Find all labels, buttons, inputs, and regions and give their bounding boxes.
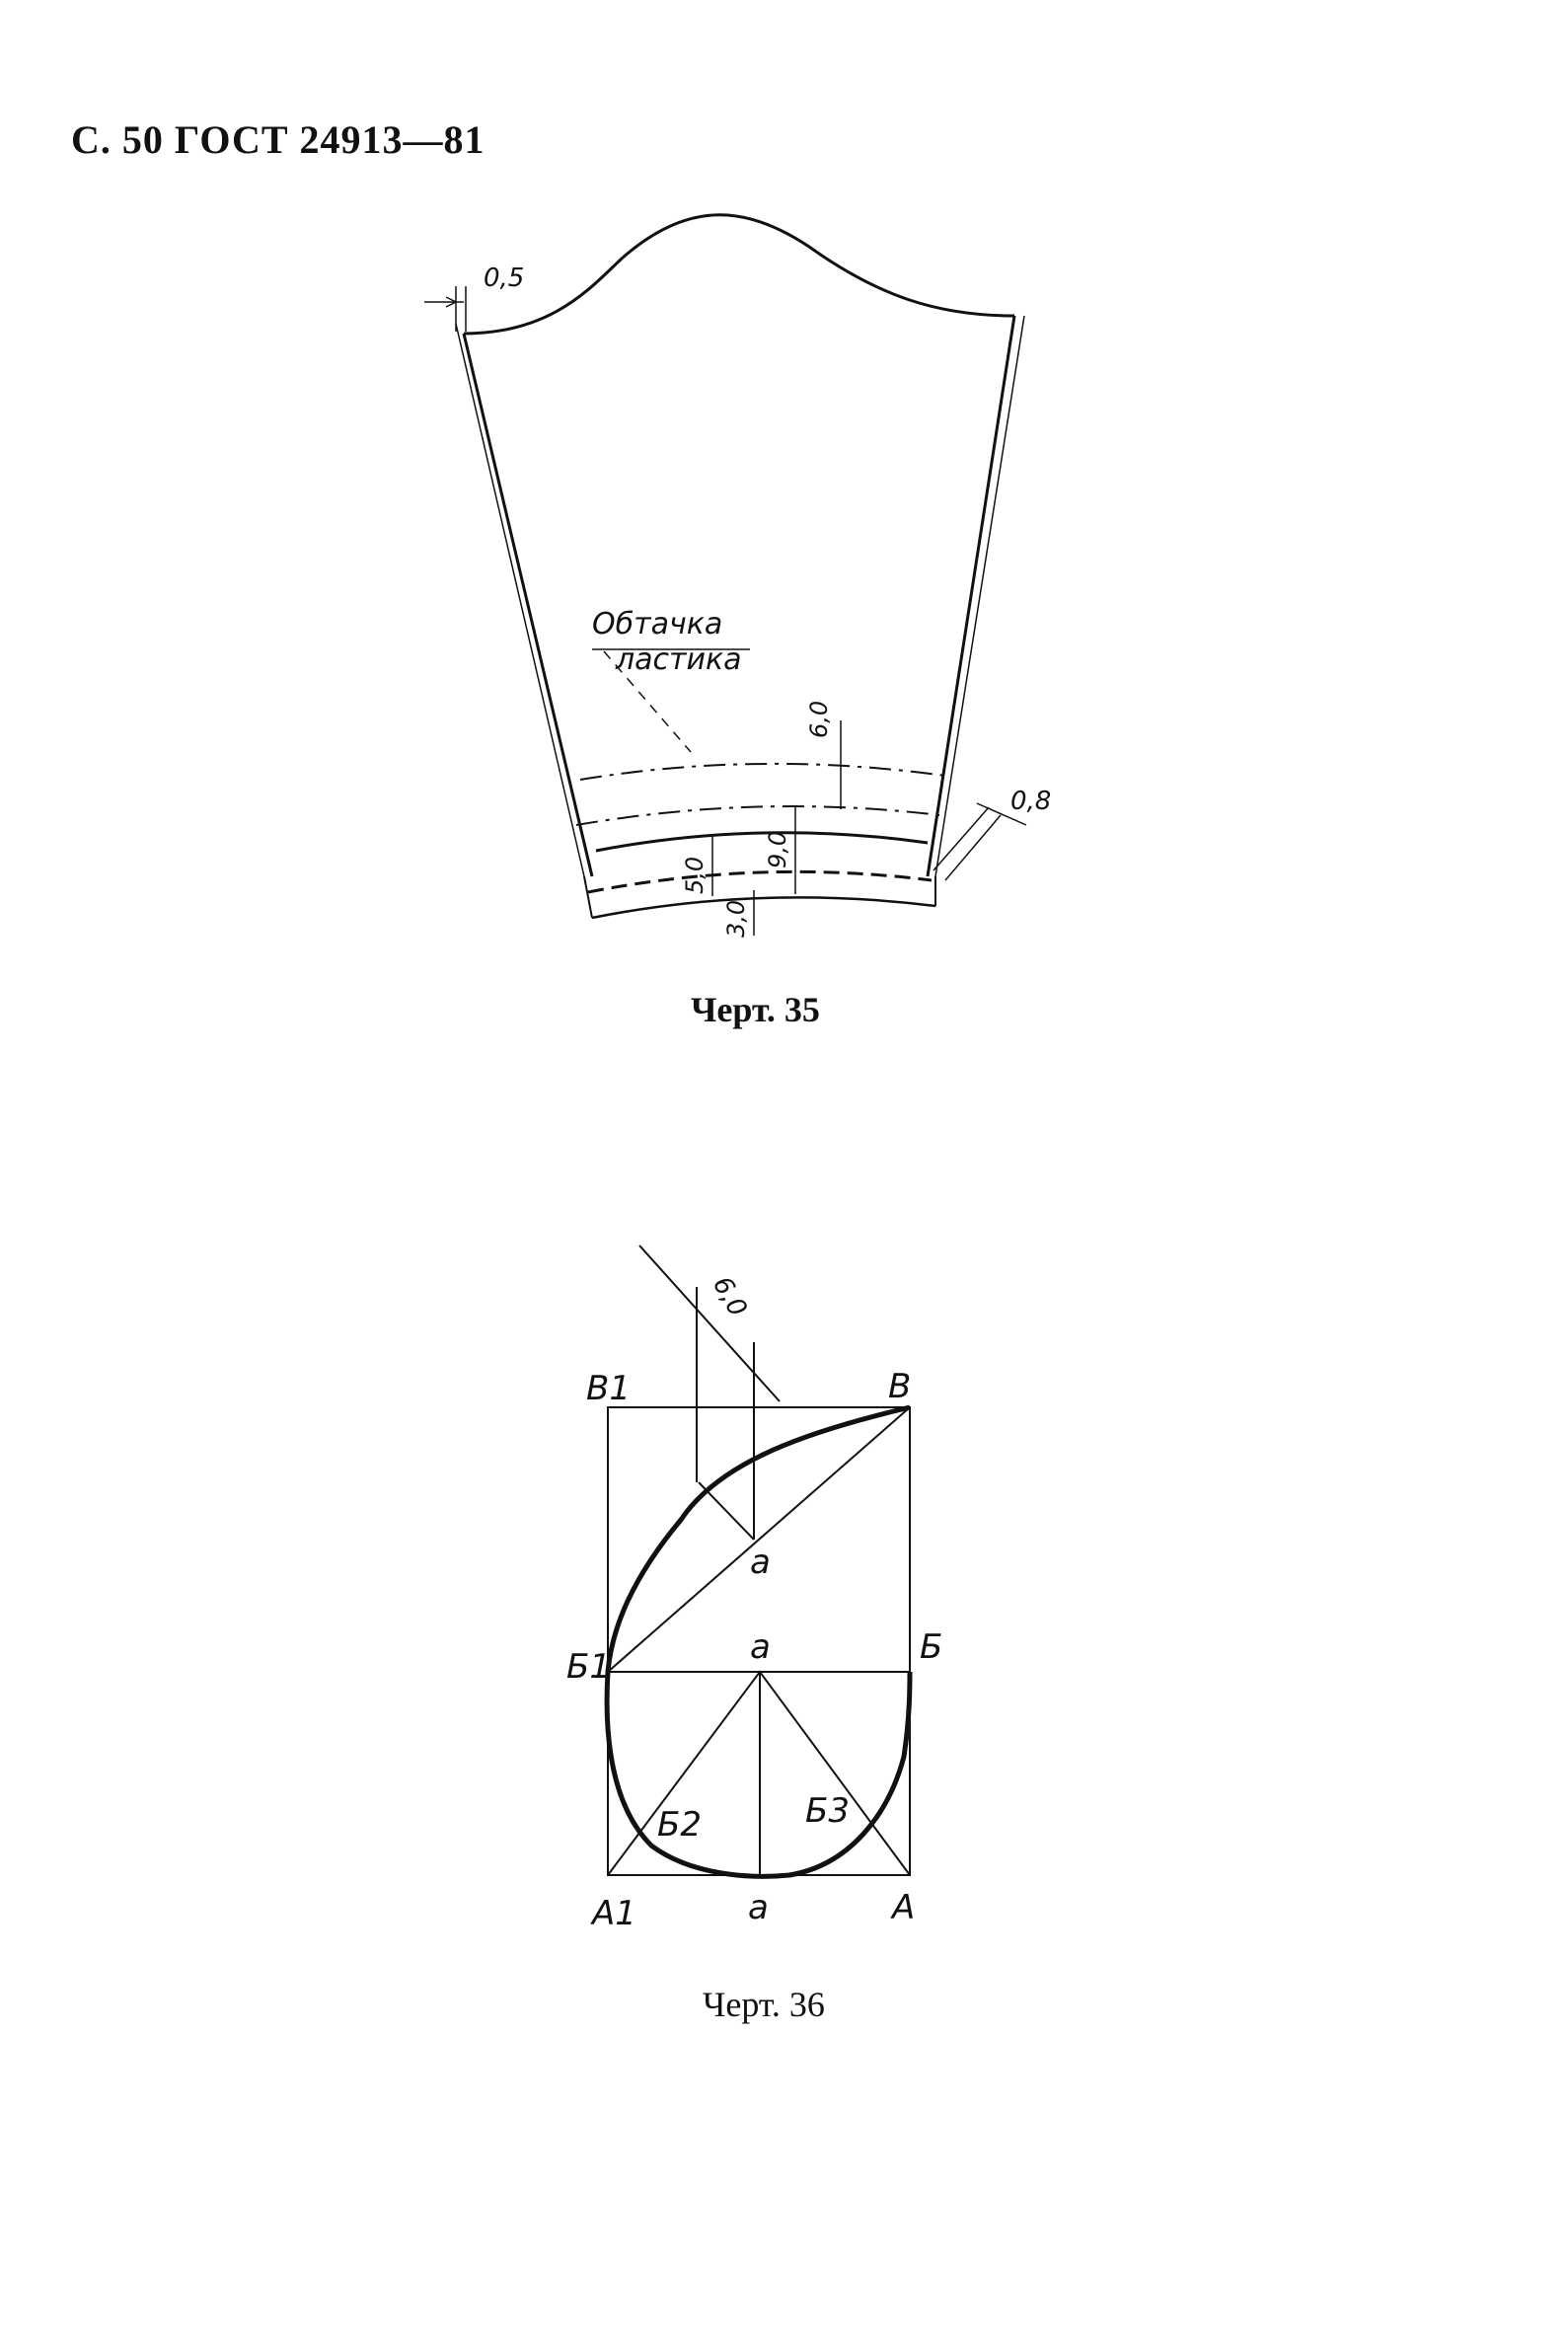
figure-35-labels: Обтачка ластика 0,5 0,8 6,0 9,0 5,0 3,0 — [484, 264, 1051, 938]
hem-bottom-line — [591, 896, 936, 920]
point-A1: A1 — [590, 1894, 636, 1933]
dim-50-label: 5,0 — [681, 857, 709, 894]
label-leader — [603, 650, 692, 753]
point-B1: B1 — [586, 1369, 631, 1408]
point-B2: Б2 — [657, 1805, 702, 1845]
caption-figure-36: Черт. 36 — [703, 1985, 825, 2024]
facing-line-1 — [579, 762, 946, 781]
diagonal-upper — [607, 1406, 911, 1673]
dim-arrow-line — [638, 1244, 781, 1402]
sleeve-cap-curve — [463, 213, 1015, 336]
figure-35 — [424, 213, 1027, 936]
figure-36 — [604, 1244, 913, 1879]
left-side-offset-line — [455, 323, 585, 877]
dim-08-label: 0,8 — [1010, 787, 1051, 816]
dim-30-label: 3,0 — [722, 900, 750, 938]
hem-dashed-line — [587, 869, 933, 894]
dim-05-arrow — [445, 296, 458, 308]
point-A: A — [890, 1888, 915, 1927]
figure-36-labels: 6,0 B1 B a Б1 a Б Б2 Б3 A1 a A — [566, 1272, 942, 1934]
right-side-line — [926, 315, 1016, 877]
dim-60-label-36: 6,0 — [707, 1272, 753, 1322]
hem-solid-line — [595, 831, 929, 853]
caption-figure-35: Черт. 35 — [691, 990, 820, 1029]
dim-08-lines — [933, 802, 1027, 881]
point-B-mid: Б — [920, 1627, 942, 1667]
point-B: B — [888, 1367, 911, 1406]
dim-05-label: 0,5 — [484, 264, 524, 293]
label-lastika: ластика — [615, 642, 742, 677]
point-B1-mid: Б1 — [566, 1647, 611, 1687]
left-side-line — [462, 333, 594, 877]
dim-05-line — [424, 286, 467, 332]
point-B3: Б3 — [805, 1791, 850, 1831]
triangle-lower — [607, 1670, 911, 1876]
dim-90-label: 9,0 — [764, 831, 791, 868]
facing-line-2 — [575, 805, 940, 826]
point-a-mid: a — [750, 1627, 771, 1667]
right-side-offset-line — [934, 315, 1025, 877]
page-header: С. 50 ГОСТ 24913—81 — [71, 117, 485, 162]
bold-contour — [604, 1404, 913, 1879]
point-a-top: a — [750, 1543, 771, 1582]
hem-left-edge — [583, 875, 593, 919]
dim-60-label: 6,0 — [805, 701, 833, 738]
label-obtachka: Обтачка — [592, 607, 722, 641]
point-a-bottom: a — [748, 1888, 769, 1927]
